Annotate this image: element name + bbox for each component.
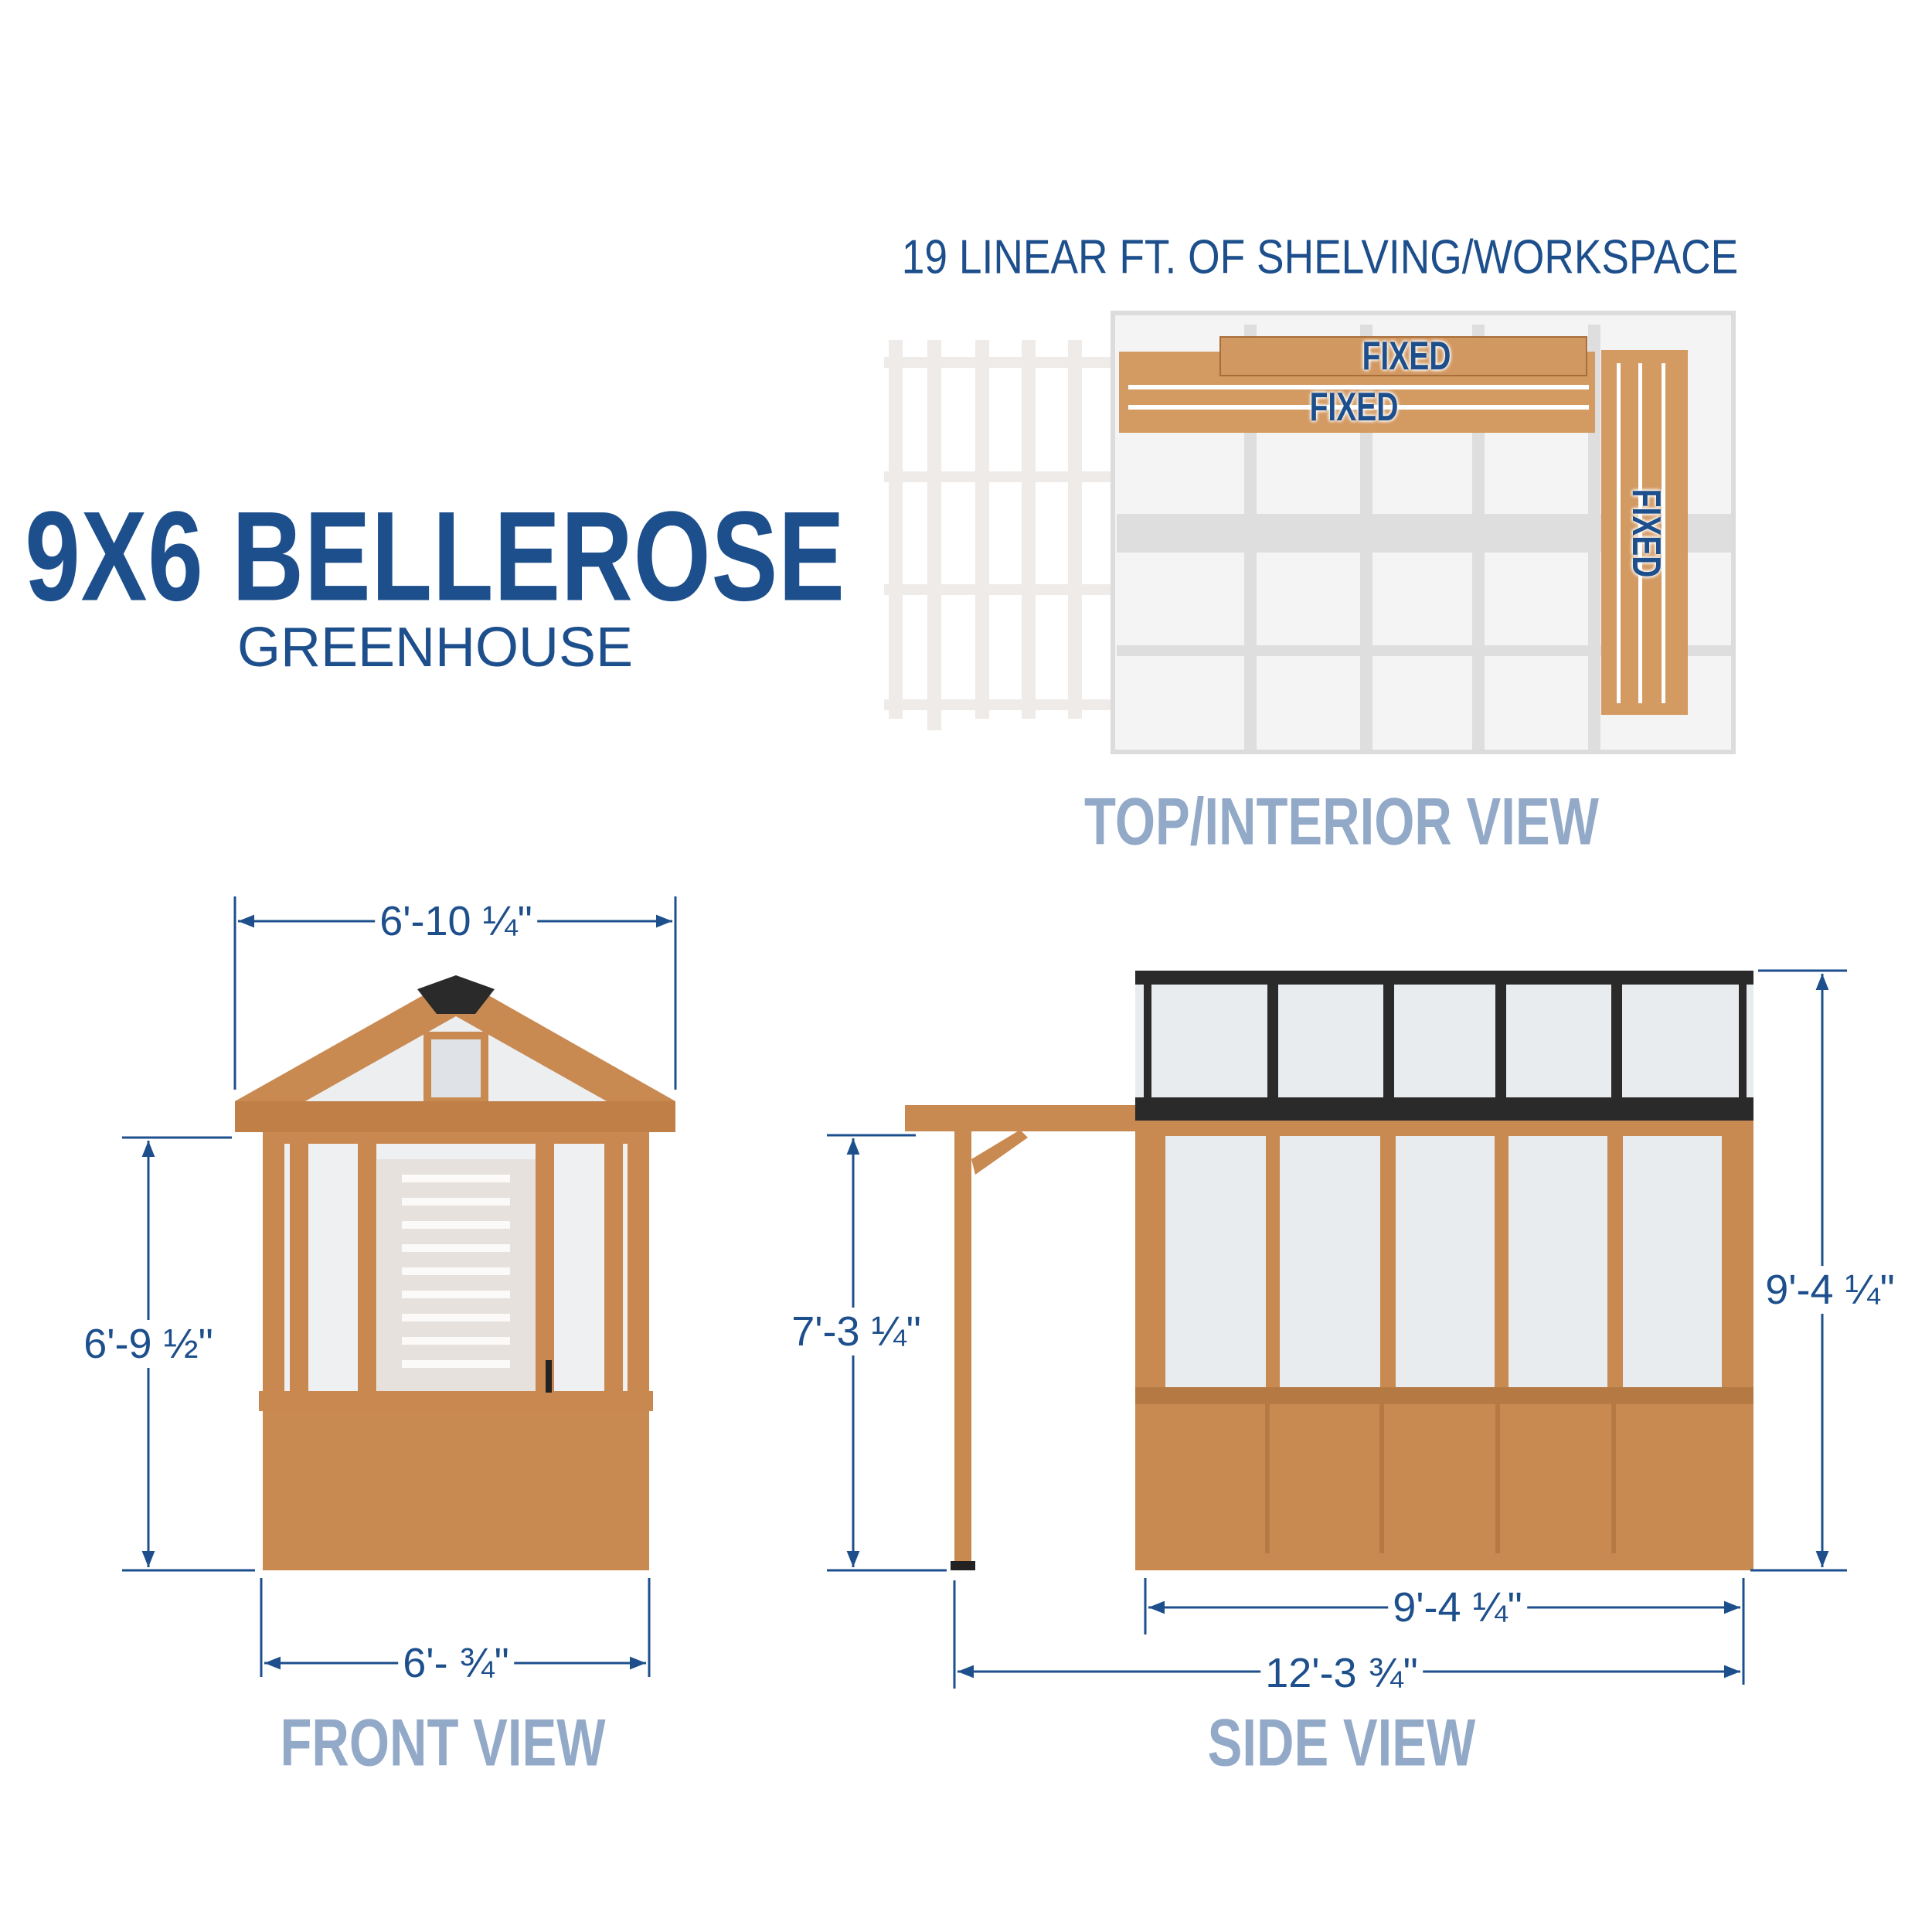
shelf-horizontal — [1119, 336, 1595, 433]
front-view-drawing — [235, 975, 675, 1570]
side-view-label: SIDE VIEW — [1207, 1706, 1476, 1781]
side-overall-height: 9'-4 ¼" — [1760, 1266, 1900, 1314]
front-overall-width: 6'-10 ¼" — [375, 897, 537, 945]
shelf-vertical — [1601, 350, 1688, 715]
side-overall-length: 12'-3 ¾" — [1260, 1649, 1423, 1697]
shelving-note: 19 LINEAR FT. OF SHELVING/WORKSPACE — [901, 230, 1739, 284]
front-wall-height: 6'-9 ½" — [79, 1320, 218, 1368]
side-view-drawing — [905, 971, 1753, 1570]
fixed-label-side-shelf: FIXED — [1624, 488, 1668, 578]
fixed-label-upper-shelf: FIXED — [1362, 334, 1451, 379]
top-view-drawing — [884, 311, 1736, 754]
product-title: 9X6 BELLEROSE — [25, 485, 845, 628]
pergola-top — [884, 340, 1113, 730]
pergola-side — [905, 1105, 1135, 1570]
front-base-width: 6'- ¾" — [398, 1639, 514, 1687]
top-view-label: TOP/INTERIOR VIEW — [1084, 784, 1599, 859]
front-view-label: FRONT VIEW — [280, 1706, 606, 1781]
side-house-length: 9'-4 ¼" — [1388, 1583, 1527, 1631]
product-subtitle: GREENHOUSE — [236, 617, 634, 679]
fixed-label-lower-shelf: FIXED — [1309, 385, 1399, 430]
side-pergola-height: 7'-3 ¼" — [787, 1308, 926, 1355]
